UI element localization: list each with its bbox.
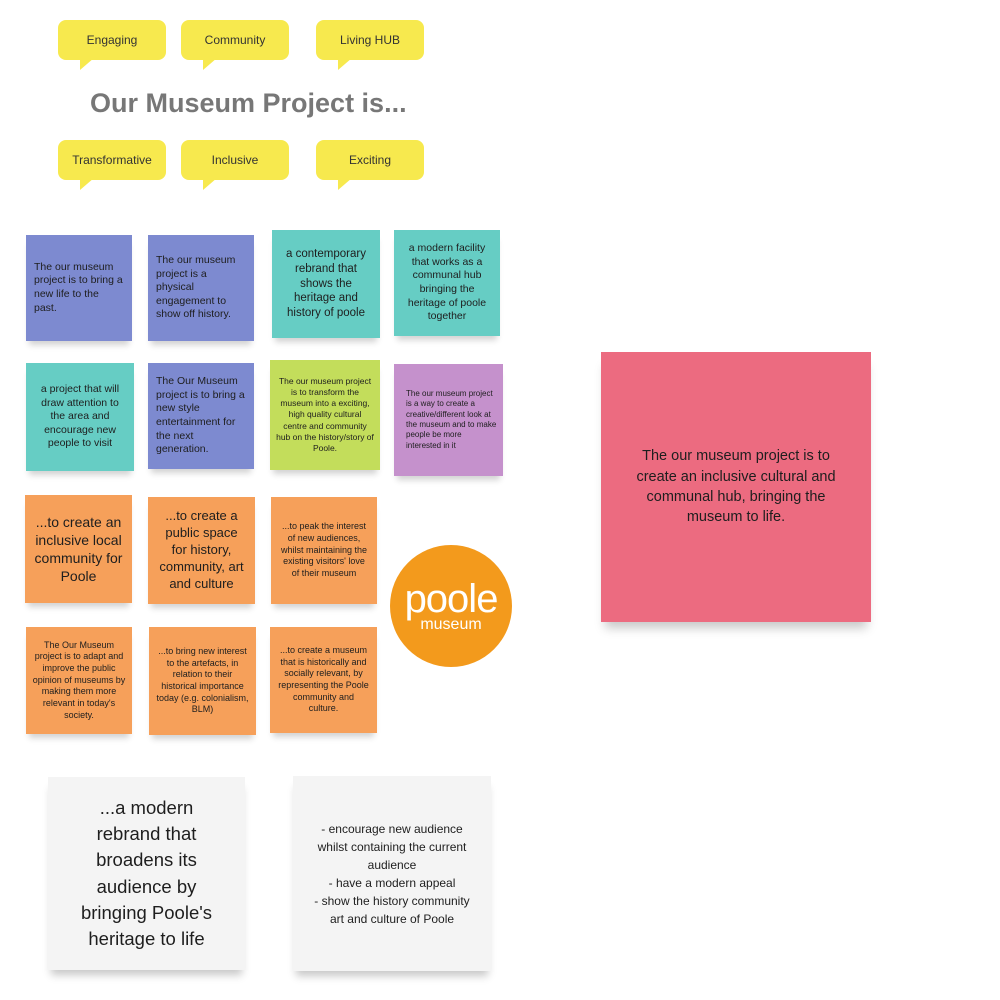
sticky-note[interactable]: ...to create a public space for history,… (148, 497, 255, 604)
note-text: ...to create a public space for history,… (159, 508, 244, 591)
note-text: a contemporary rebrand that shows the he… (286, 247, 366, 320)
tag-label: Community (204, 33, 266, 47)
note-text: The our museum project is to transform t… (276, 376, 374, 453)
sticky-note[interactable]: ...to bring new interest to the artefact… (149, 627, 256, 735)
tag-label: Inclusive (211, 153, 259, 167)
tag-engaging[interactable]: Engaging (58, 20, 166, 70)
sticky-note[interactable]: - encourage new audience whilst containi… (293, 776, 491, 971)
logo-subtext: museum (420, 616, 482, 633)
tag-inclusive[interactable]: Inclusive (181, 140, 289, 190)
tag-transformative[interactable]: Transformative (58, 140, 166, 190)
poole-museum-logo: poole museum (390, 545, 512, 667)
sticky-note[interactable]: The Our Museum project is to adapt and i… (26, 627, 132, 734)
note-text: The our museum project is to bring a new… (34, 260, 123, 314)
sticky-note[interactable]: ...a modern rebrand that broadens its au… (48, 777, 245, 970)
sticky-note[interactable]: The our museum project is a way to creat… (394, 364, 503, 476)
sticky-note[interactable]: a modern facility that works as a commun… (394, 230, 500, 336)
sticky-note[interactable]: The our museum project is to bring a new… (26, 235, 132, 341)
sticky-note-large[interactable]: The our museum project is to create an i… (601, 352, 871, 622)
note-text: ...a modern rebrand that broadens its au… (80, 796, 213, 950)
note-text: The our museum project is a way to creat… (406, 388, 497, 450)
tag-label: Transformative (72, 153, 152, 167)
sticky-note[interactable]: The our museum project is a physical eng… (148, 235, 254, 341)
logo-text: poole (404, 577, 499, 621)
sticky-note[interactable]: a contemporary rebrand that shows the he… (272, 230, 380, 338)
note-text: The our museum project is a physical eng… (156, 253, 236, 321)
note-text: a project that will draw attention to th… (40, 382, 120, 450)
note-text: ...to create an inclusive local communit… (34, 513, 123, 585)
note-text: ...to peak the interest of new audiences… (280, 521, 368, 579)
note-text: a modern facility that works as a commun… (407, 242, 487, 323)
sticky-note[interactable]: The Our Museum project is to bring a new… (148, 363, 254, 469)
tag-community[interactable]: Community (181, 20, 289, 70)
tag-exciting[interactable]: Exciting (316, 140, 424, 190)
sticky-note[interactable]: The our museum project is to transform t… (270, 360, 380, 470)
sticky-note[interactable]: ...to peak the interest of new audiences… (271, 497, 377, 604)
tag-living-hub[interactable]: Living HUB (316, 20, 424, 70)
sticky-note[interactable]: a project that will draw attention to th… (26, 363, 134, 471)
note-text: ...to bring new interest to the artefact… (156, 645, 249, 715)
sticky-note[interactable]: ...to create an inclusive local communit… (25, 495, 132, 603)
note-text: ...to create a museum that is historical… (278, 644, 369, 714)
note-text: The Our Museum project is to adapt and i… (32, 639, 126, 720)
note-text: The Our Museum project is to bring a new… (156, 375, 245, 456)
tag-label: Living HUB (339, 33, 401, 47)
tag-label: Engaging (86, 33, 138, 47)
note-text: - encourage new audience whilst containi… (314, 821, 470, 926)
sticky-note[interactable]: ...to create a museum that is historical… (270, 627, 377, 733)
board-title: Our Museum Project is... (90, 88, 407, 118)
note-text: The our museum project is to create an i… (636, 448, 836, 526)
tag-label: Exciting (348, 153, 392, 167)
